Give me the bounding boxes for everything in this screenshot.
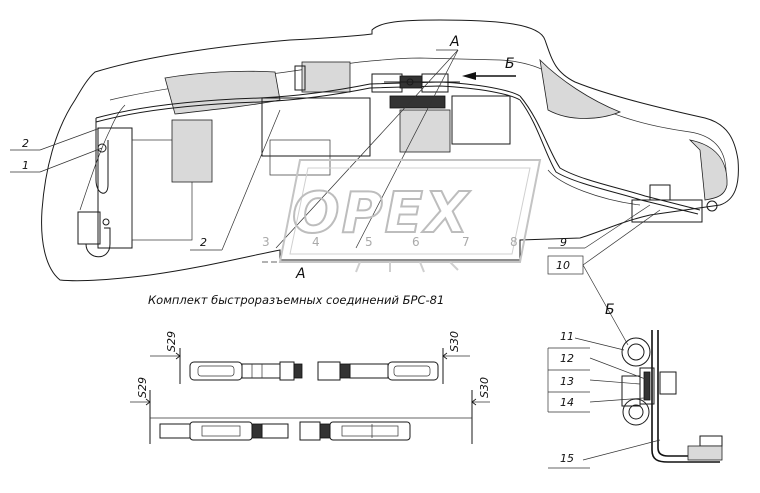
watermark: OPEX 3 4 5 6 7 8	[262, 159, 542, 273]
dim-s30-bottom: S30	[478, 377, 491, 398]
detail-b-bracket	[547, 264, 723, 469]
callout-2-bottom: 2	[200, 236, 207, 249]
watermark-number: 5	[365, 235, 373, 249]
callout-14: 14	[560, 396, 574, 409]
callout-1: 1	[22, 159, 29, 172]
detail-label-b: Б	[605, 302, 615, 318]
section-label-a: А	[295, 266, 306, 282]
watermark-number: 7	[462, 235, 470, 249]
callout-10: 10	[556, 259, 570, 272]
dim-s29-bottom: S29	[136, 377, 149, 398]
coupling-bottom-row	[130, 390, 490, 444]
callout-9: 9	[560, 236, 567, 249]
callout-2-top: 2	[22, 137, 29, 150]
view-label-b: Б	[505, 56, 515, 72]
watermark-number: 8	[510, 235, 518, 249]
callout-12: 12	[560, 352, 574, 365]
dim-s30-top: S30	[448, 331, 461, 352]
callout-11: 11	[560, 330, 574, 343]
coupling-top-row	[150, 348, 470, 384]
view-label-a: А	[449, 34, 460, 50]
callout-15: 15	[560, 452, 574, 465]
main-assembly-view	[10, 19, 739, 282]
watermark-text: OPEX	[292, 181, 471, 246]
caption: Комплект быстроразъемных соединений БРС-…	[148, 293, 444, 307]
watermark-number: 3	[262, 235, 270, 249]
watermark-number: 6	[412, 235, 420, 249]
watermark-number: 4	[312, 235, 320, 249]
callout-13: 13	[560, 375, 574, 388]
dim-s29-top: S29	[165, 331, 178, 352]
